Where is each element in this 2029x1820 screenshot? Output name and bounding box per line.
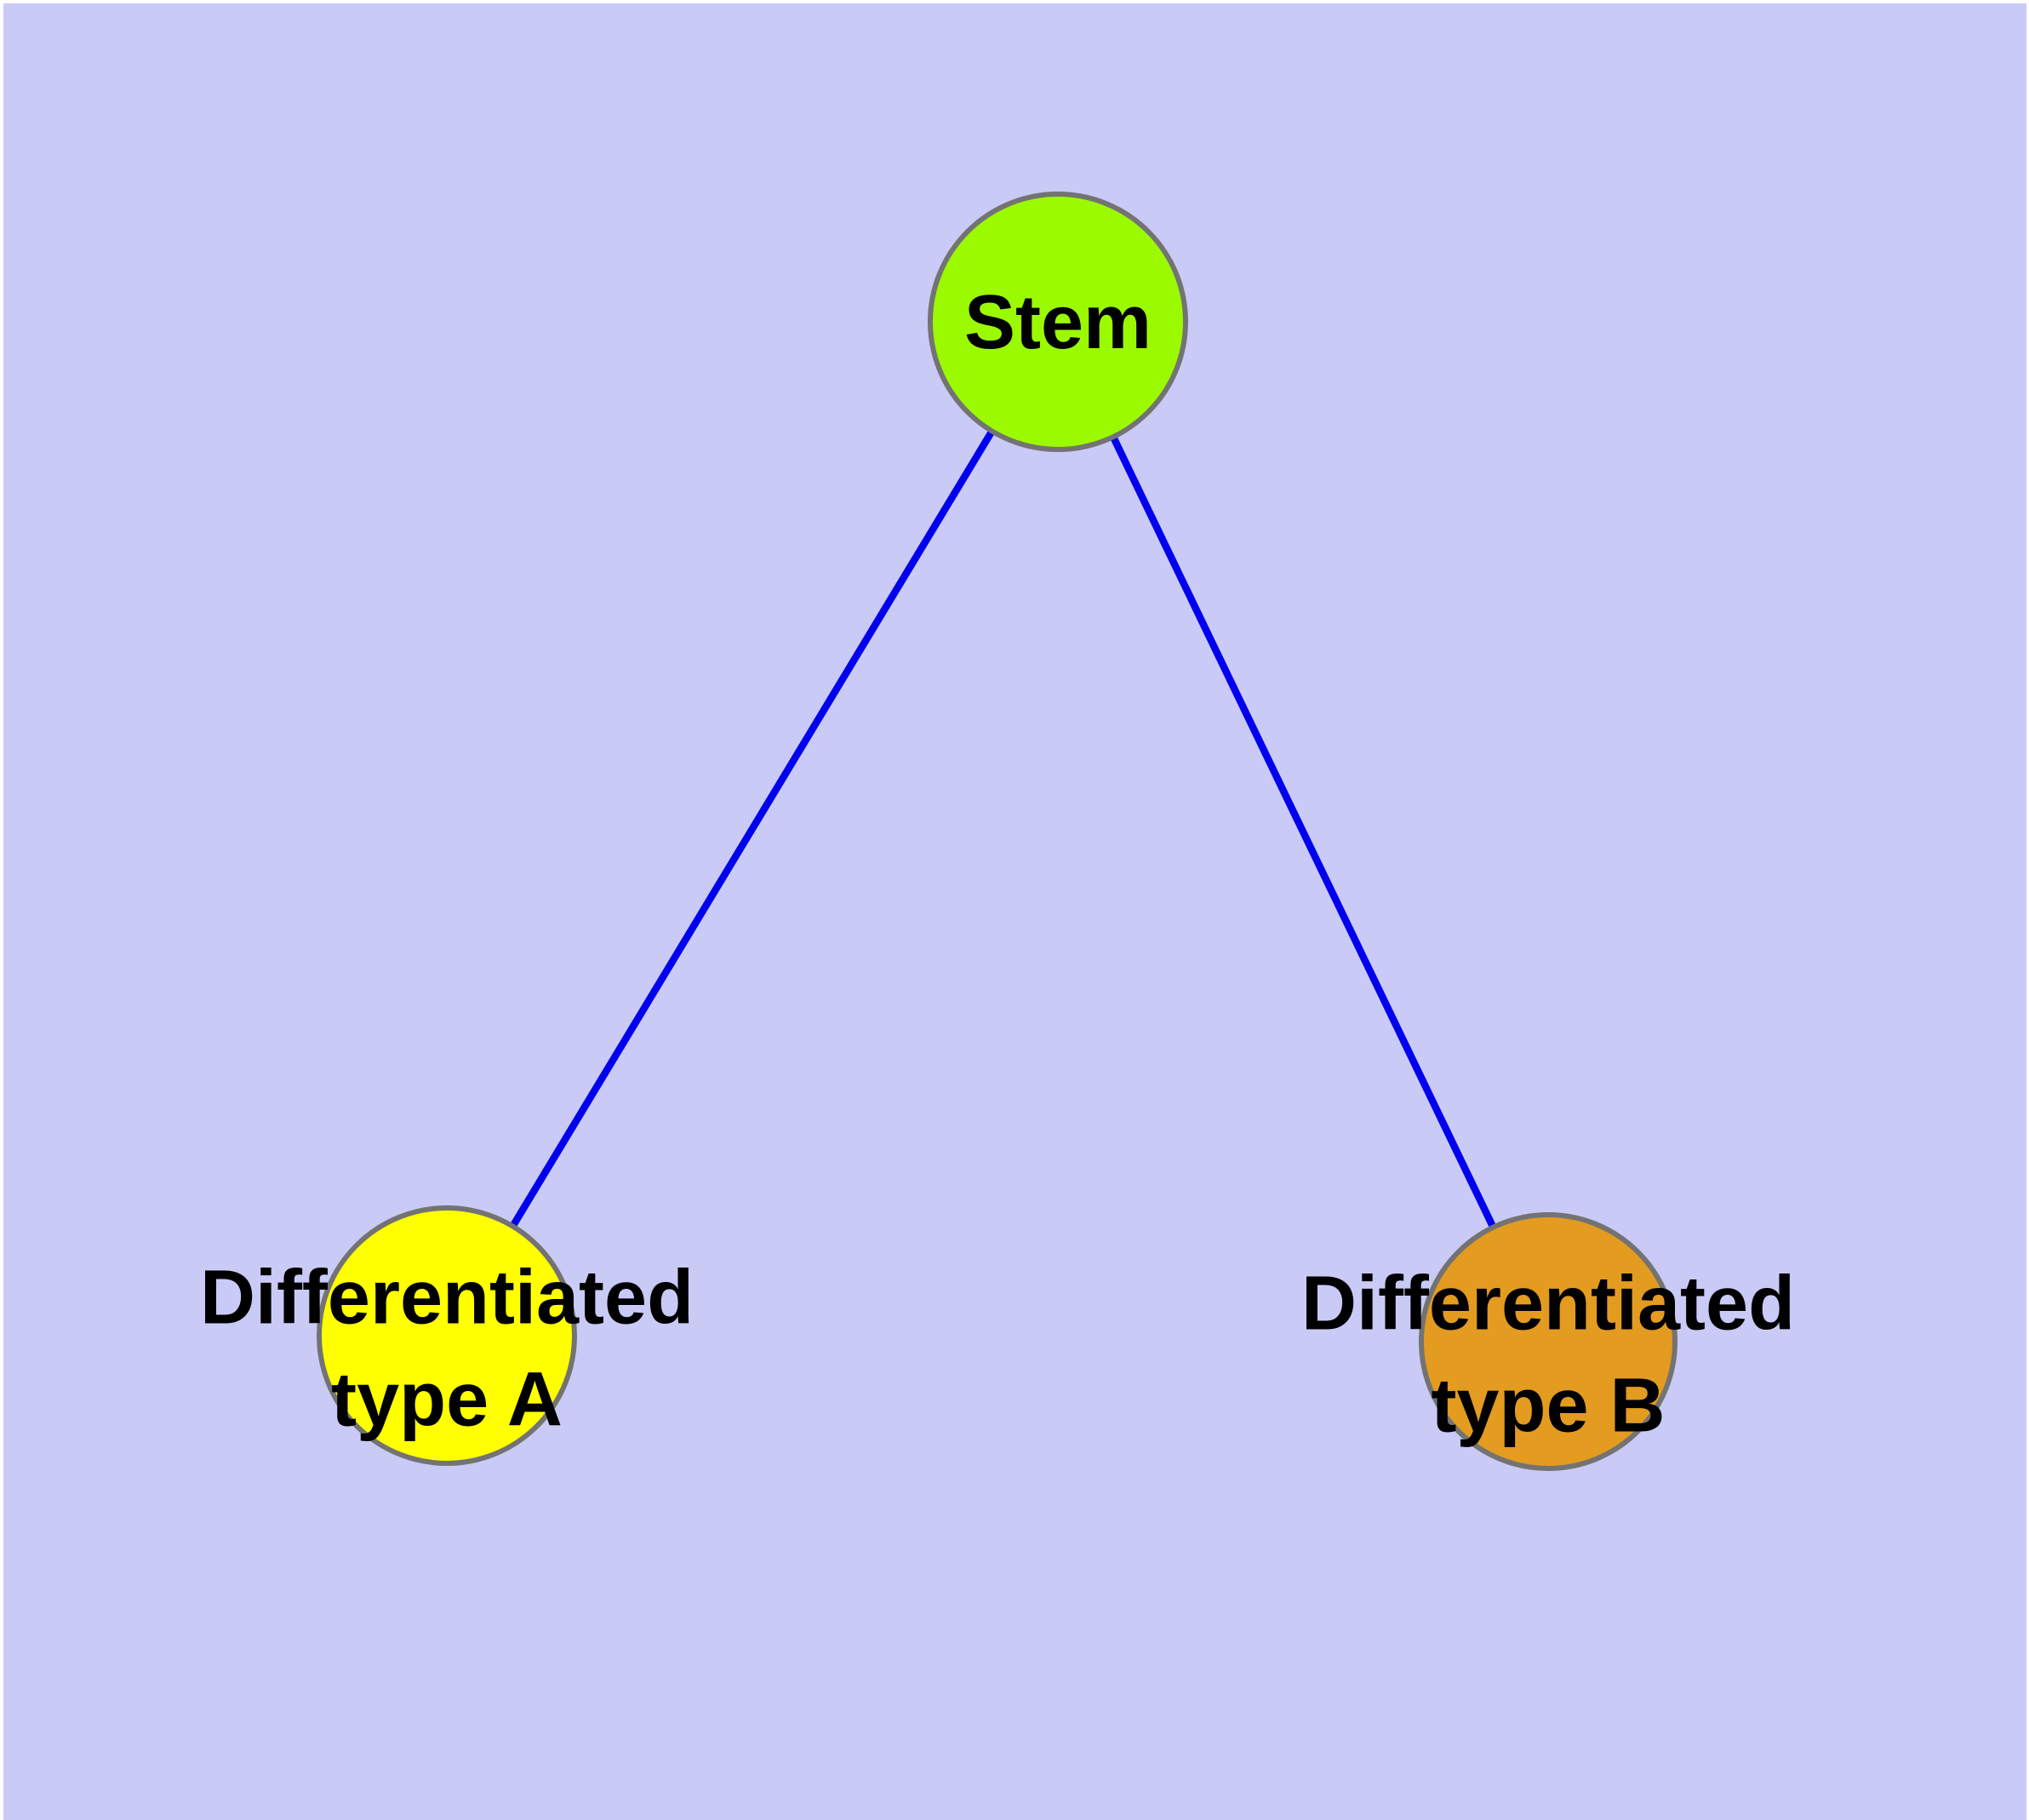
node-type-b-label: Differentiated type B <box>1300 1261 1796 1448</box>
node-type-a-label: Differentiated type A <box>199 1255 694 1442</box>
graph-svg <box>317 192 1677 1471</box>
node-type-b-circle <box>1419 1212 1677 1471</box>
node-stem-label: Stem <box>963 280 1152 366</box>
edge-stem-to-type-b <box>1055 320 1552 1343</box>
node-stem-circle <box>928 192 1188 452</box>
edge-stem-to-type-a <box>443 319 1061 1338</box>
node-type-a-circle <box>317 1205 577 1466</box>
